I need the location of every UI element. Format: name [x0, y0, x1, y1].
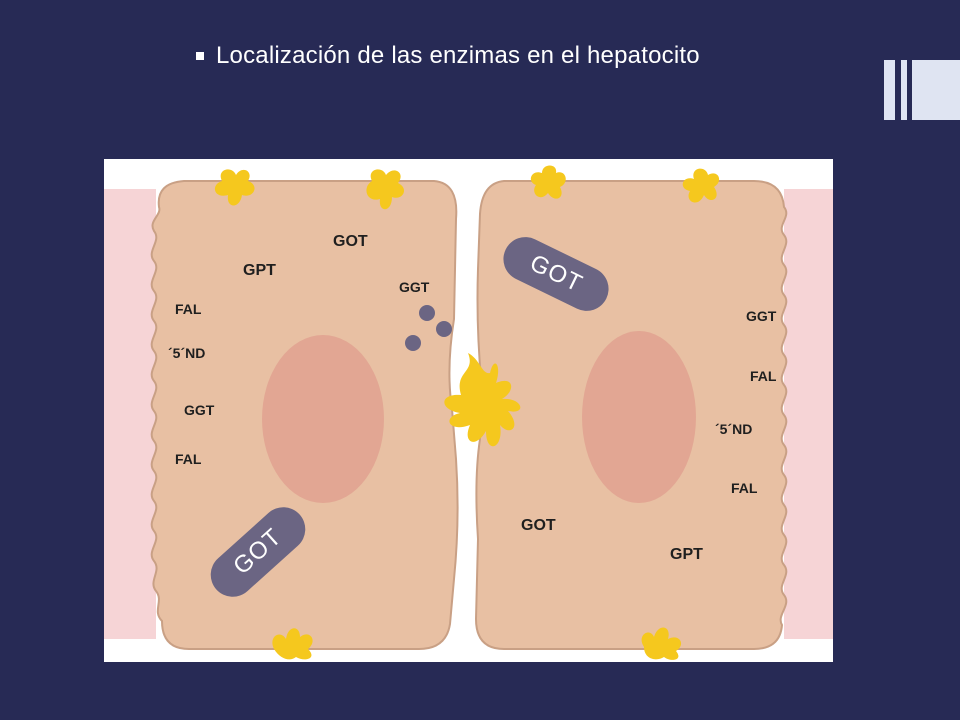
left-sinusoid	[104, 189, 156, 639]
right-label-got: GOT	[521, 517, 556, 534]
left-label-fal-2: FAL	[175, 451, 202, 467]
right-sinusoid	[784, 189, 833, 639]
top-center-canaliculus	[366, 169, 405, 210]
left-label-5nd: ´5´ND	[168, 345, 206, 361]
left-label-fal-1: FAL	[175, 301, 202, 317]
slide-title: Localización de las enzimas en el hepato…	[216, 42, 700, 69]
top-right-canaliculus-1	[530, 165, 566, 199]
bullet-icon	[196, 52, 204, 60]
left-label-got: GOT	[333, 233, 368, 250]
corner-decoration	[884, 60, 960, 120]
vesicle-3	[405, 335, 421, 351]
left-label-ggt-top: GGT	[399, 279, 430, 295]
central-canaliculus	[444, 353, 521, 447]
hepatocyte-diagram: GOT GPT GGT FAL ´5´ND GGT FAL GGT FAL ´5…	[104, 159, 833, 662]
vesicle-2	[436, 321, 452, 337]
vesicle-1	[419, 305, 435, 321]
right-label-5nd: ´5´ND	[715, 421, 753, 437]
left-label-ggt: GGT	[184, 402, 215, 418]
left-nucleus	[262, 335, 384, 503]
hepatocyte-illustration	[104, 165, 833, 660]
top-right-canaliculus-2	[682, 168, 720, 203]
slide-title-row: Localización de las enzimas en el hepato…	[196, 42, 700, 70]
left-label-gpt: GPT	[243, 262, 276, 279]
right-nucleus	[582, 331, 696, 503]
right-label-fal-1: FAL	[750, 368, 777, 384]
top-left-canaliculus	[214, 169, 255, 206]
right-label-fal-2: FAL	[731, 480, 758, 496]
right-label-gpt: GPT	[670, 546, 703, 563]
bottom-left-canaliculus	[272, 628, 313, 660]
bottom-right-canaliculus	[641, 627, 682, 660]
right-label-ggt: GGT	[746, 308, 777, 324]
